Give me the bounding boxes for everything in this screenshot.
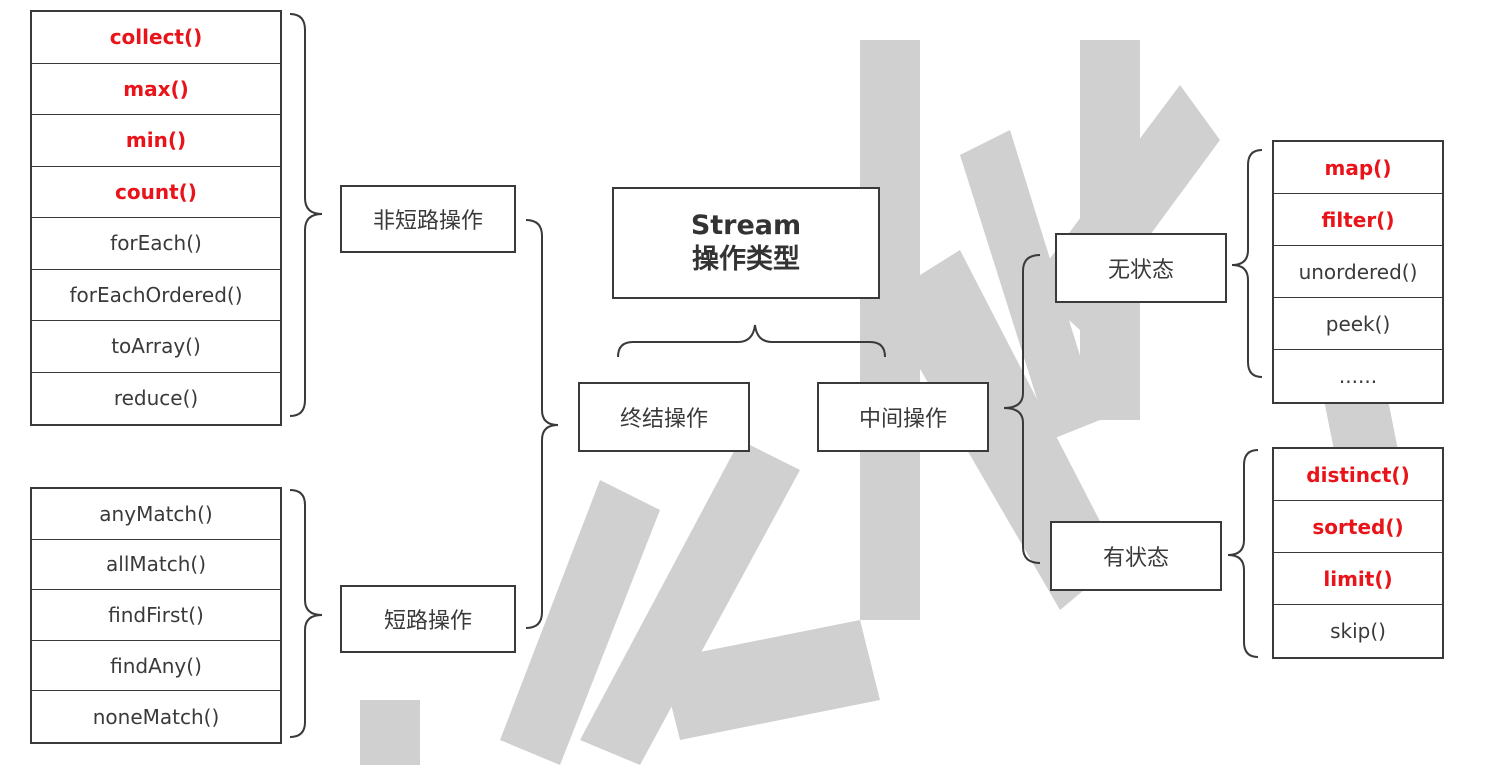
op-item: max() <box>32 64 280 115</box>
stream-title-node: Stream 操作类型 <box>612 187 880 299</box>
brace-short-circuit-list <box>289 489 323 738</box>
op-item: forEachOrdered() <box>32 270 280 321</box>
op-item: peek() <box>1274 298 1442 350</box>
op-item: unordered() <box>1274 246 1442 298</box>
op-item: anyMatch() <box>32 489 280 540</box>
brace-title <box>617 324 886 358</box>
brace-non-short-circuit-list <box>289 13 323 417</box>
op-item: map() <box>1274 142 1442 194</box>
stateless-node: 无状态 <box>1055 233 1227 303</box>
op-item: toArray() <box>32 321 280 373</box>
op-item: count() <box>32 167 280 218</box>
op-item: findAny() <box>32 641 280 692</box>
intermediate-node: 中间操作 <box>817 382 989 452</box>
short-circuit-ops-list: anyMatch()allMatch()findFirst()findAny()… <box>30 487 282 744</box>
op-item: ...... <box>1338 364 1378 388</box>
op-item: filter() <box>1274 194 1442 246</box>
title-line-2: 操作类型 <box>692 244 800 275</box>
brace-stateless <box>1231 149 1263 378</box>
stateless-ops-list: map()filter()unordered()peek()...... <box>1272 140 1444 404</box>
op-item: distinct() <box>1274 449 1442 501</box>
op-item: min() <box>32 115 280 167</box>
non-short-circuit-node: 非短路操作 <box>340 185 516 253</box>
op-item: allMatch() <box>32 540 280 591</box>
op-item: collect() <box>32 12 280 64</box>
brace-terminal <box>525 219 559 629</box>
terminal-node: 终结操作 <box>578 382 750 452</box>
non-short-circuit-ops-list: collect()max()min()count()forEach()forEa… <box>30 10 282 426</box>
op-item: skip() <box>1330 619 1386 643</box>
title-line-1: Stream <box>690 210 802 241</box>
op-item: noneMatch() <box>92 704 220 729</box>
op-item: findFirst() <box>32 590 280 641</box>
short-circuit-node: 短路操作 <box>340 585 516 653</box>
stateful-node: 有状态 <box>1050 521 1222 591</box>
stateful-ops-list: distinct()sorted()limit() skip() <box>1272 447 1444 659</box>
op-item: limit() <box>1274 553 1442 605</box>
op-item: reduce() <box>113 386 199 411</box>
brace-intermediate <box>1003 254 1041 564</box>
brace-stateful <box>1227 449 1259 658</box>
op-item: forEach() <box>32 218 280 270</box>
op-item: sorted() <box>1274 501 1442 553</box>
